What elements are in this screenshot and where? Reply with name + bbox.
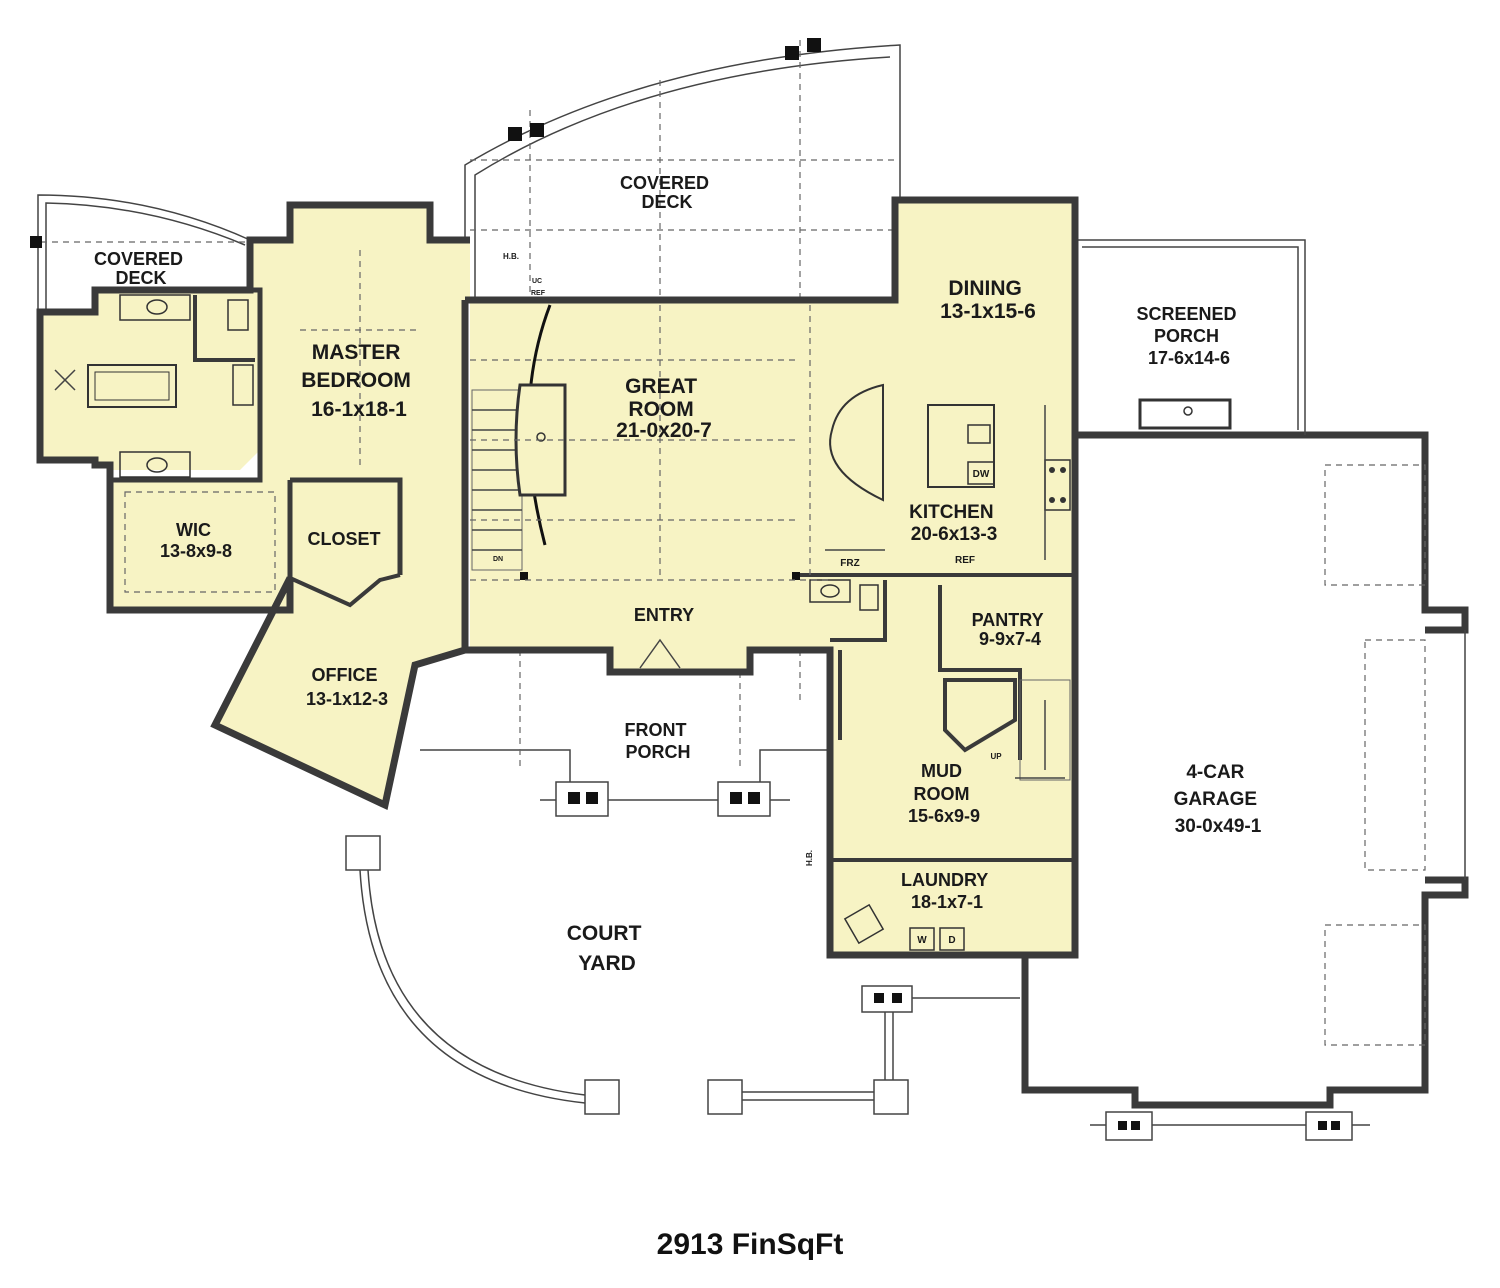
deck-post: [508, 127, 522, 141]
front-porch-label: FRONT PORCH: [624, 720, 691, 762]
covered-deck-left-label: COVERED DECK: [94, 249, 188, 288]
freezer-label: FRZ: [840, 558, 859, 569]
garage-post: [1331, 1121, 1340, 1130]
yard-post: [874, 993, 884, 1003]
mud-room-label: MUD ROOM 15-6x9-9: [908, 761, 980, 826]
beam-lines: [300, 250, 830, 581]
pantry-label: PANTRY 9-9x7-4: [972, 610, 1049, 649]
column: [792, 572, 800, 580]
court-yard-structure: [345, 835, 1020, 1115]
front-porch-structure: [420, 650, 830, 817]
dining-label: DINING 13-1x15-6: [940, 277, 1036, 323]
kitchen-island-bar: [829, 383, 884, 502]
column: [520, 572, 528, 580]
entry-label: ENTRY: [634, 605, 694, 625]
laundry-label: LAUNDRY 18-1x7-1: [901, 870, 993, 912]
stair-down-label: DN: [493, 556, 503, 563]
dishwasher-label: DW: [973, 469, 990, 480]
deck-post: [530, 123, 544, 137]
deck-post: [807, 38, 821, 52]
hose-bib-label: H.B.: [503, 252, 519, 261]
porch-post: [568, 792, 580, 804]
covered-deck-left-structure: [30, 194, 251, 310]
garage-post: [1131, 1121, 1140, 1130]
walls: [36, 196, 1079, 959]
room-labels: COVERED DECK COVERED DECK MASTER BEDROOM…: [94, 173, 1262, 975]
deck-post: [30, 236, 42, 248]
deck-post: [785, 46, 799, 60]
closet-label: CLOSET: [307, 529, 380, 549]
garage-label: 4-CAR GARAGE 30-0x49-1: [1174, 762, 1263, 837]
office-label: OFFICE 13-1x12-3: [306, 665, 388, 709]
master-bedroom-label: MASTER BEDROOM 16-1x18-1: [301, 341, 417, 421]
great-room-label: GREAT ROOM 21-0x20-7: [616, 375, 712, 442]
porch-post: [586, 792, 598, 804]
fixture-labels: H.B. UC REF H.B. FRZ REF DW DN UP W D: [493, 252, 1002, 946]
garage-post: [1318, 1121, 1327, 1130]
washer-label: W: [917, 935, 927, 946]
yard-post: [892, 993, 902, 1003]
covered-deck-top-structure: [464, 38, 901, 300]
garage-structure: [1021, 431, 1469, 1141]
screened-porch-structure: [1075, 239, 1306, 435]
porch-post: [730, 792, 742, 804]
kitchen-label: KITCHEN 20-6x13-3: [909, 502, 999, 545]
garage-post: [1118, 1121, 1127, 1130]
kitchen-island: [927, 404, 995, 488]
court-yard-label: COURT YARD: [567, 922, 648, 975]
screened-porch-label: SCREENED PORCH 17-6x14-6: [1136, 304, 1241, 368]
covered-deck-top-label: COVERED DECK: [620, 173, 714, 212]
wic-label: WIC 13-8x9-8: [160, 520, 232, 561]
uc-ref-label: UC REF: [531, 278, 546, 297]
refrigerator-label: REF: [955, 555, 975, 566]
stair-up-label: UP: [990, 752, 1002, 761]
dryer-label: D: [948, 935, 955, 946]
square-footage-caption: 2913 FinSqFt: [656, 1228, 844, 1261]
porch-post: [748, 792, 760, 804]
hose-bib-side-label: H.B.: [805, 850, 814, 866]
